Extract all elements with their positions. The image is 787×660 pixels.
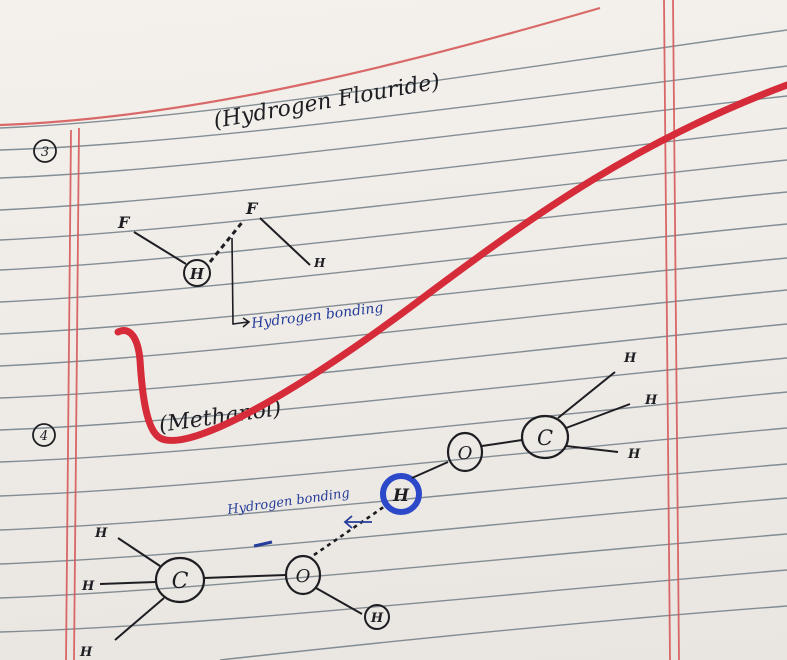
ruled-line — [219, 605, 787, 660]
bond-c-h-2 — [99, 581, 157, 585]
bracket-arrow-line — [231, 237, 249, 325]
bond-h-o — [411, 461, 449, 479]
bond-o-h — [315, 587, 363, 615]
left-methyl-h-3: H — [79, 645, 93, 660]
right-methyl-h-2: H — [644, 393, 658, 408]
section-4-number: 4 — [39, 429, 48, 444]
left-oxygen-circle — [284, 554, 322, 596]
ruled-line — [0, 533, 787, 599]
section-3-number: 3 — [41, 145, 49, 160]
right-oxygen-circle — [446, 431, 484, 473]
annotation-arrow-head — [343, 515, 353, 529]
bond-c-h-right-3 — [565, 445, 619, 453]
section-3-number-circle — [33, 139, 57, 163]
bond-f-h — [133, 231, 187, 265]
bracket-arrow-head — [242, 317, 251, 328]
left-margin-line-outer — [65, 129, 72, 660]
atom-f-right: F — [245, 199, 259, 218]
section-3: 3 (Hydrogen Flouride) F F H H Hydrogen b… — [33, 69, 442, 332]
circled-atom-icon — [183, 259, 211, 287]
ruled-line — [0, 463, 787, 531]
atom-h-right: H — [313, 256, 326, 270]
right-hydrogen-highlighted: H — [392, 486, 410, 506]
bond-c-h-3 — [114, 597, 165, 641]
ruled-line — [0, 497, 787, 565]
left-oh-hydrogen-circle — [364, 604, 390, 630]
section-4-number-circle — [32, 423, 56, 447]
top-margin-line — [0, 6, 601, 127]
section-4: 4 (Methanol) C H H H O H — [32, 351, 658, 660]
right-oxygen: O — [458, 443, 473, 464]
right-carbon: C — [537, 426, 553, 450]
right-margin-line-outer — [663, 0, 671, 660]
left-methyl-h-2: H — [81, 579, 95, 594]
left-oh-hydrogen: H — [370, 611, 384, 626]
vertical-margin-lines — [65, 0, 680, 660]
ruled-line — [0, 391, 787, 463]
left-margin-line-inner — [73, 127, 80, 660]
ruled-line — [0, 427, 787, 497]
ruled-line — [0, 29, 787, 129]
bracket-arrow-icon — [231, 237, 251, 328]
left-methyl-h-1: H — [94, 526, 108, 541]
section-4-bond-annotation: Hydrogen bonding — [225, 486, 350, 518]
bond-c-h-1 — [117, 537, 161, 567]
atom-f-left: F — [117, 213, 131, 232]
hydrogen-bond-dashes — [208, 219, 246, 263]
right-margin-line-inner — [672, 0, 680, 660]
right-methyl-h-3: H — [627, 447, 641, 462]
section-3-bond-annotation: Hydrogen bonding — [250, 300, 385, 332]
ruled-line — [0, 323, 787, 399]
ruled-line — [0, 65, 787, 151]
left-carbon-circle — [154, 556, 206, 604]
bond-f-h-right — [259, 217, 311, 266]
bond-c-h-right-1 — [557, 371, 616, 419]
bond-o-c-right — [481, 439, 523, 447]
methanol-hydrogen-bond-dashes — [313, 502, 389, 557]
annotation-arrow-icon — [343, 515, 372, 529]
bond-c-o — [203, 574, 287, 579]
ruled-line — [0, 357, 787, 431]
ruled-line — [0, 257, 787, 335]
ruled-line — [0, 289, 787, 367]
highlighted-hydrogen-circle — [380, 473, 422, 515]
left-oxygen: O — [296, 566, 311, 587]
bond-c-h-right-2 — [565, 403, 631, 429]
ruled-line — [0, 191, 787, 271]
ruled-lines — [0, 29, 787, 660]
ruled-line — [0, 95, 787, 179]
atom-h-circled: H — [189, 265, 205, 283]
ruled-line — [0, 569, 787, 633]
ruled-line — [0, 159, 787, 241]
left-carbon: C — [172, 569, 189, 594]
ruled-line — [0, 223, 787, 303]
red-pen-stroke-icon — [114, 81, 787, 444]
annotation-underline — [253, 540, 273, 548]
right-carbon-circle — [520, 414, 570, 460]
right-methyl-h-1: H — [623, 351, 637, 366]
